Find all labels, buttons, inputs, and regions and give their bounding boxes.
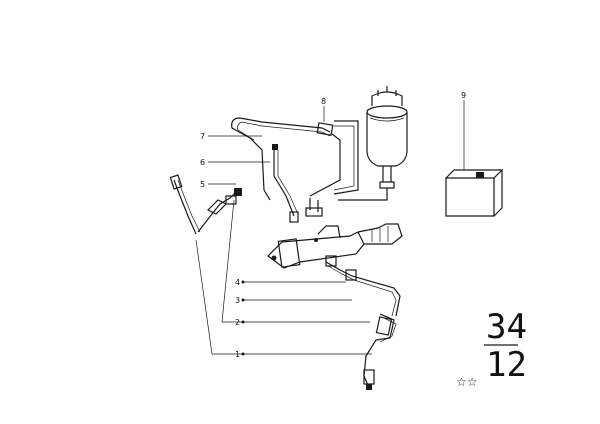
fluid-reservoir bbox=[338, 86, 408, 201]
brake-pipe-lower bbox=[325, 255, 401, 391]
brake-hose-left bbox=[169, 174, 242, 235]
master-cylinder bbox=[267, 223, 403, 269]
callout-5: 5 bbox=[200, 180, 205, 189]
group-number-bottom: 12 bbox=[486, 345, 527, 385]
stars-marker: ☆☆ bbox=[456, 375, 478, 389]
brake-pipe-middle bbox=[272, 144, 323, 223]
callout-7: 7 bbox=[200, 132, 205, 141]
brake-pipe-upper bbox=[231, 117, 341, 201]
group-number-top: 34 bbox=[486, 307, 527, 347]
callout-4: 4 bbox=[235, 278, 240, 287]
callout-1: 1 bbox=[235, 350, 240, 359]
callout-2: 2 bbox=[235, 318, 240, 327]
battery-box bbox=[444, 169, 504, 217]
bracket bbox=[333, 120, 359, 195]
group-number: 34 12 ☆☆ bbox=[456, 307, 527, 389]
callout-9: 9 bbox=[461, 91, 466, 100]
callout-3: 3 bbox=[235, 296, 240, 305]
leader-lines bbox=[195, 100, 465, 356]
callout-8: 8 bbox=[321, 97, 326, 106]
callout-6: 6 bbox=[200, 158, 205, 167]
